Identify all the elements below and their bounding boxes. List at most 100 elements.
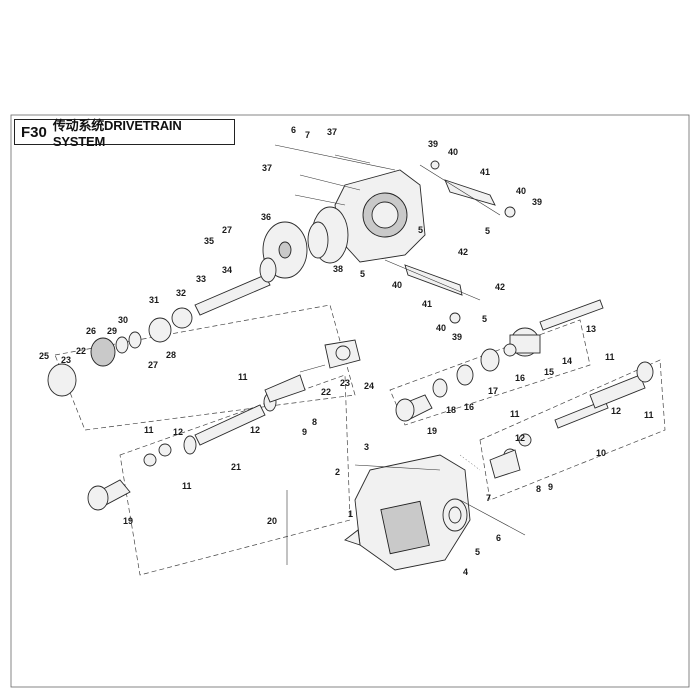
callout-32: 32 (176, 288, 186, 298)
callout-11: 11 (182, 481, 192, 491)
callout-39: 39 (452, 332, 462, 342)
callout-11: 11 (644, 410, 654, 420)
rear-gearcase (307, 169, 426, 264)
bracket-41-upper (419, 160, 516, 218)
callout-9: 9 (302, 427, 307, 437)
callout-22: 22 (76, 346, 86, 356)
stud-6-lower (459, 499, 526, 536)
callout-40: 40 (448, 147, 458, 157)
callout-12: 12 (250, 425, 260, 435)
callout-28: 28 (166, 350, 176, 360)
front-output-shaft-13 (503, 299, 604, 357)
front-propshaft-10 (489, 361, 654, 479)
callout-23: 23 (340, 378, 350, 388)
callout-17: 17 (488, 386, 498, 396)
callout-7: 7 (486, 493, 491, 503)
callout-16: 16 (515, 373, 525, 383)
diagram-title-box: F30 传动系统DRIVETRAIN SYSTEM (14, 118, 235, 149)
callout-5: 5 (418, 225, 423, 235)
callout-19: 19 (427, 426, 437, 436)
callout-18: 18 (446, 405, 456, 415)
callout-20: 20 (267, 516, 277, 526)
callout-12: 12 (611, 406, 621, 416)
callout-37: 37 (262, 163, 272, 173)
callout-31: 31 (149, 295, 159, 305)
callout-6: 6 (496, 533, 501, 543)
callout-38: 38 (333, 264, 343, 274)
callout-19: 19 (123, 516, 133, 526)
callout-27: 27 (148, 360, 158, 370)
callout-9: 9 (548, 482, 553, 492)
callout-36: 36 (261, 212, 271, 222)
callout-29: 29 (107, 326, 117, 336)
callout-2: 2 (335, 467, 340, 477)
callout-1: 1 (348, 509, 353, 519)
callout-23: 23 (61, 355, 71, 365)
callout-27: 27 (222, 225, 232, 235)
callout-22: 22 (321, 387, 331, 397)
callout-33: 33 (196, 274, 206, 284)
rear-propshaft-21 (143, 374, 306, 467)
callout-40: 40 (392, 280, 402, 290)
callout-11: 11 (605, 352, 615, 362)
callout-35: 35 (204, 236, 214, 246)
callout-7: 7 (305, 130, 310, 140)
callout-6: 6 (291, 125, 296, 135)
stud-6 (274, 144, 396, 171)
input-shaft-assembly (47, 257, 277, 397)
rubber-boot-19-rear (87, 479, 131, 511)
rubber-boot-19-front (395, 394, 433, 422)
callout-12: 12 (173, 427, 183, 437)
callout-12: 12 (515, 433, 525, 443)
bolt-3 (354, 464, 441, 471)
callout-41: 41 (422, 299, 432, 309)
group-box-rear-flange (54, 304, 356, 431)
callout-34: 34 (222, 265, 232, 275)
callout-42: 42 (495, 282, 505, 292)
callout-4: 4 (463, 567, 468, 577)
callout-5: 5 (475, 547, 480, 557)
callout-3: 3 (364, 442, 369, 452)
callout-5: 5 (360, 269, 365, 279)
callout-11: 11 (510, 409, 520, 419)
rear-flange-24 (299, 339, 361, 373)
group-box-rear-propshaft (119, 374, 351, 576)
callout-40: 40 (516, 186, 526, 196)
bearing-set-16-17 (432, 348, 500, 398)
callout-39: 39 (532, 197, 542, 207)
callout-14: 14 (562, 356, 572, 366)
callout-24: 24 (364, 381, 374, 391)
callout-11: 11 (144, 425, 154, 435)
callout-30: 30 (118, 315, 128, 325)
callout-labels: 1 2 3 4 5 5 5 5 5 6 6 7 7 8 8 9 9 10 11 … (39, 125, 654, 577)
group-box-front-bearing (389, 319, 591, 426)
callout-41: 41 (480, 167, 490, 177)
bolt-37-upper (334, 154, 371, 164)
callout-39: 39 (428, 139, 438, 149)
callout-8: 8 (536, 484, 541, 494)
callout-5: 5 (482, 314, 487, 324)
callout-37: 37 (327, 127, 337, 137)
callout-26: 26 (86, 326, 96, 336)
callout-8: 8 (312, 417, 317, 427)
bolt-37 (299, 174, 361, 191)
front-differential-housing (354, 454, 471, 571)
callout-42: 42 (458, 247, 468, 257)
group-box-front-propshaft (479, 359, 666, 501)
callout-11: 11 (238, 372, 248, 382)
arrow-marker (344, 529, 361, 546)
callout-15: 15 (544, 367, 554, 377)
callout-25: 25 (39, 351, 49, 361)
callout-10: 10 (596, 448, 606, 458)
bracket-41-lower (384, 259, 481, 324)
leader-lines (459, 454, 481, 471)
frame-border (10, 114, 690, 688)
callout-21: 21 (231, 462, 241, 472)
callout-13: 13 (586, 324, 596, 334)
diagram-title: 传动系统DRIVETRAIN SYSTEM (52, 118, 182, 149)
callout-16: 16 (464, 402, 474, 412)
bolt-37-lower (294, 194, 346, 206)
callout-40: 40 (436, 323, 446, 333)
